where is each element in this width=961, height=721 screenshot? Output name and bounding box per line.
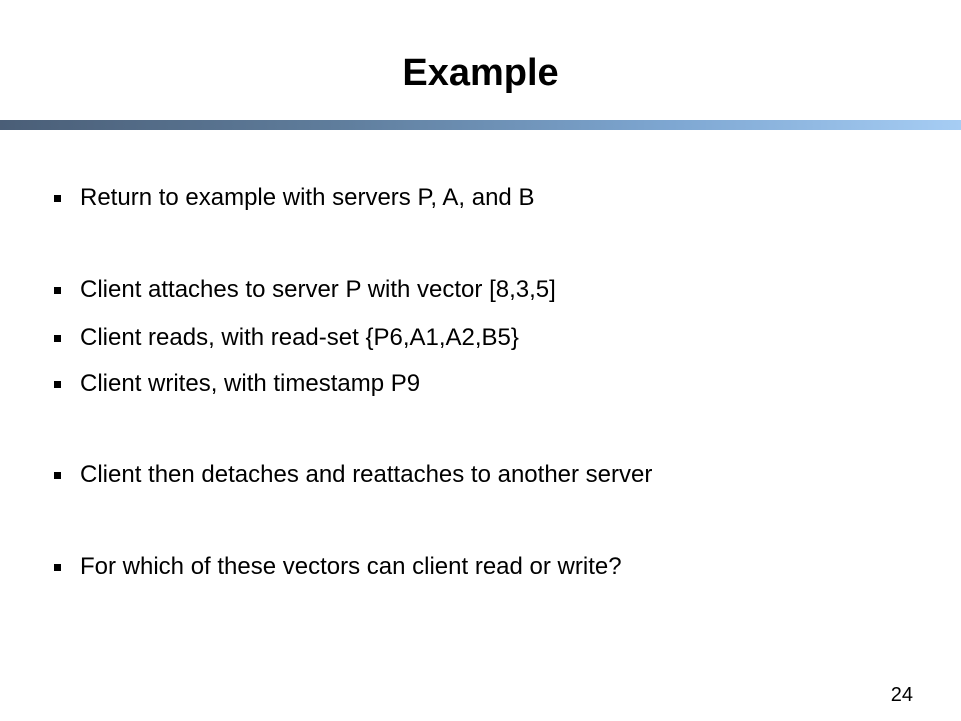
slide-title: Example <box>402 52 559 94</box>
square-bullet-icon <box>54 471 61 479</box>
square-bullet-icon <box>54 563 61 571</box>
bullet-text: Client then detaches and reattaches to a… <box>80 461 653 488</box>
square-bullet-icon <box>54 334 61 342</box>
bullet-text: Client attaches to server P with vector … <box>80 276 556 303</box>
bullet-item: Client writes, with timestamp P9 <box>54 369 420 399</box>
square-bullet-icon <box>54 194 61 202</box>
page-number: 24 <box>890 684 913 706</box>
title-divider-bar <box>0 120 961 130</box>
bullet-text: For which of these vectors can client re… <box>80 553 622 580</box>
bullet-item: Client attaches to server P with vector … <box>54 275 556 305</box>
square-bullet-icon <box>54 286 61 294</box>
bullet-item: Return to example with servers P, A, and… <box>54 183 534 213</box>
bullet-text: Return to example with servers P, A, and… <box>80 184 535 211</box>
bullet-item: For which of these vectors can client re… <box>54 552 622 582</box>
bullet-text: Client writes, with timestamp P9 <box>80 370 421 397</box>
bullet-item: Client reads, with read-set {P6,A1,A2,B5… <box>54 323 519 353</box>
bullet-text: Client reads, with read-set {P6,A1,A2,B5… <box>80 324 519 351</box>
square-bullet-icon <box>54 380 61 388</box>
bullet-item: Client then detaches and reattaches to a… <box>54 460 652 490</box>
